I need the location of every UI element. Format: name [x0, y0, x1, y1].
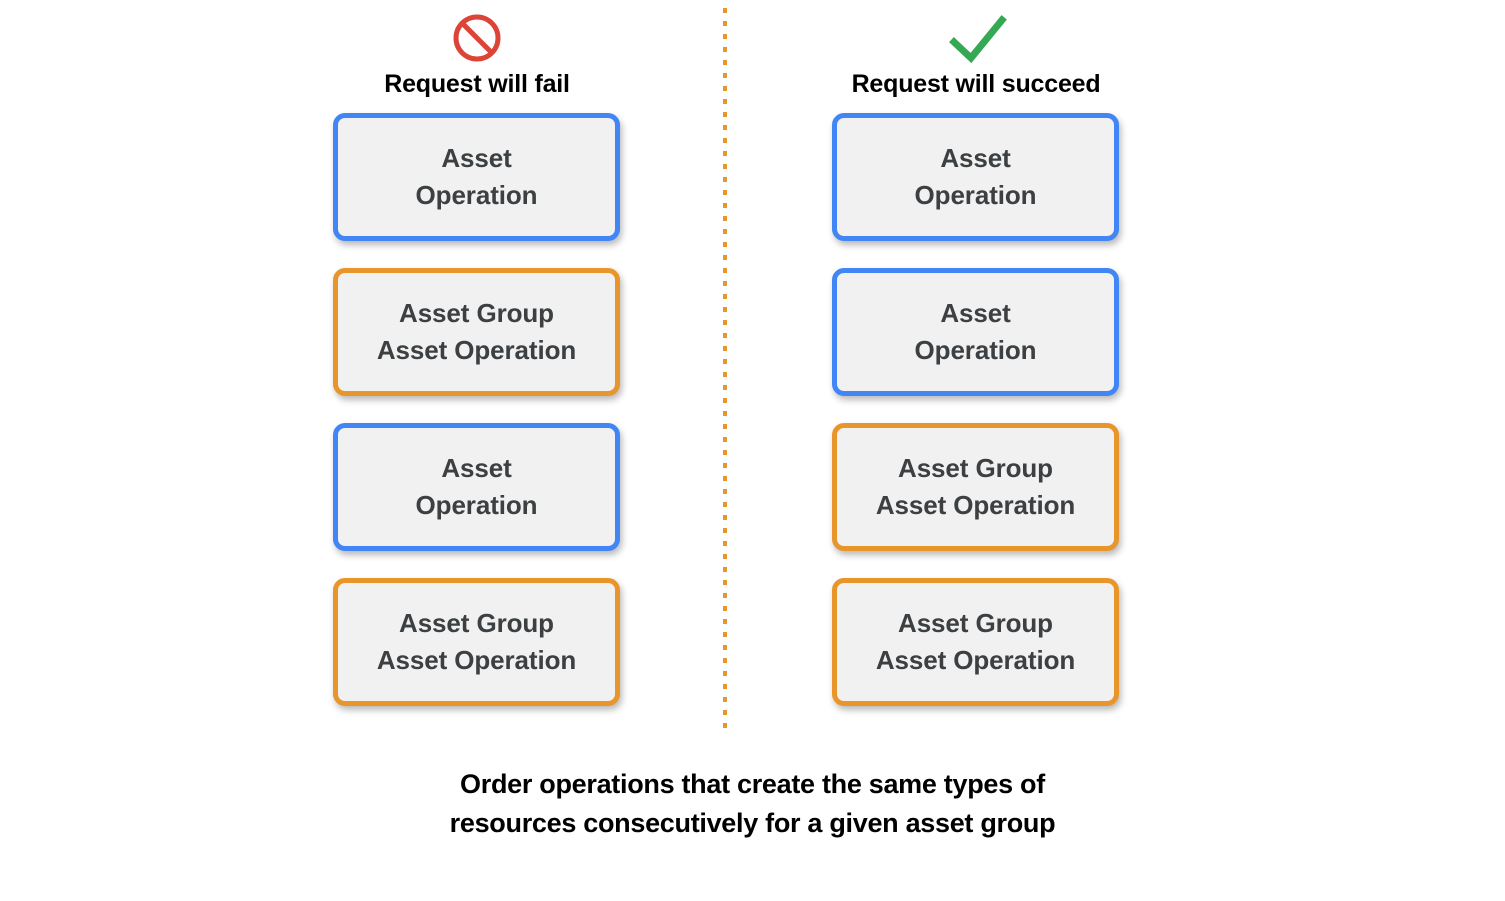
operation-box-label: Asset Group Asset Operation — [376, 608, 577, 675]
column-divider — [723, 8, 727, 736]
column-header-fail: Request will fail — [267, 12, 687, 98]
prohibition-icon — [449, 12, 505, 64]
operation-box[interactable]: Asset Operation — [333, 423, 620, 551]
operation-box-label: Asset Group Asset Operation — [875, 453, 1076, 520]
operation-box[interactable]: Asset Group Asset Operation — [832, 578, 1119, 706]
operation-list-fail: Asset Operation Asset Group Asset Operat… — [333, 113, 620, 706]
operation-box[interactable]: Asset Group Asset Operation — [832, 423, 1119, 551]
operation-box-label: Asset Operation — [914, 143, 1037, 210]
operation-box-label: Asset Operation — [415, 143, 538, 210]
column-header-succeed: Request will succeed — [766, 12, 1186, 98]
diagram-caption: Order operations that create the same ty… — [449, 769, 1056, 838]
checkmark-icon — [948, 12, 1007, 64]
operation-box[interactable]: Asset Operation — [832, 113, 1119, 241]
operation-box[interactable]: Asset Operation — [832, 268, 1119, 396]
operation-box[interactable]: Asset Group Asset Operation — [333, 578, 620, 706]
operation-list-succeed: Asset Operation Asset Operation Asset Gr… — [832, 113, 1119, 706]
operation-box[interactable]: Asset Operation — [333, 113, 620, 241]
column-header-label: Request will fail — [384, 70, 570, 98]
operation-box-label: Asset Operation — [415, 453, 538, 520]
operation-box-label: Asset Operation — [914, 298, 1037, 365]
operation-box-label: Asset Group Asset Operation — [875, 608, 1076, 675]
operation-box-label: Asset Group Asset Operation — [376, 298, 577, 365]
column-header-label: Request will succeed — [851, 70, 1101, 98]
operation-box[interactable]: Asset Group Asset Operation — [333, 268, 620, 396]
